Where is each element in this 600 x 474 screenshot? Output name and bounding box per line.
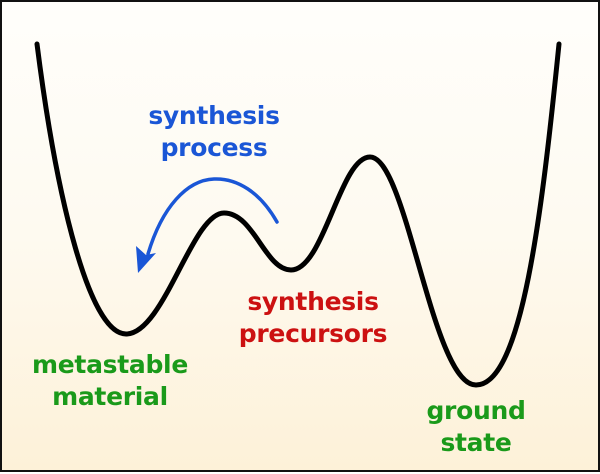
label-line: synthesis [148, 101, 280, 130]
synthesis-precursors-label: synthesis precursors [238, 286, 388, 350]
metastable-material-label: metastable material [32, 349, 188, 413]
arrowhead-icon [136, 246, 156, 273]
label-line: ground [426, 396, 526, 425]
energy-curve [34, 41, 562, 388]
label-line: process [160, 133, 268, 162]
label-line: precursors [238, 319, 388, 348]
synthesis-process-arrow [146, 177, 279, 256]
synthesis-process-label: synthesis process [148, 100, 280, 164]
label-line: state [440, 428, 512, 457]
label-line: material [52, 382, 168, 411]
label-line: metastable [32, 350, 188, 379]
ground-state-label: ground state [426, 395, 525, 459]
label-line: synthesis [247, 287, 379, 316]
